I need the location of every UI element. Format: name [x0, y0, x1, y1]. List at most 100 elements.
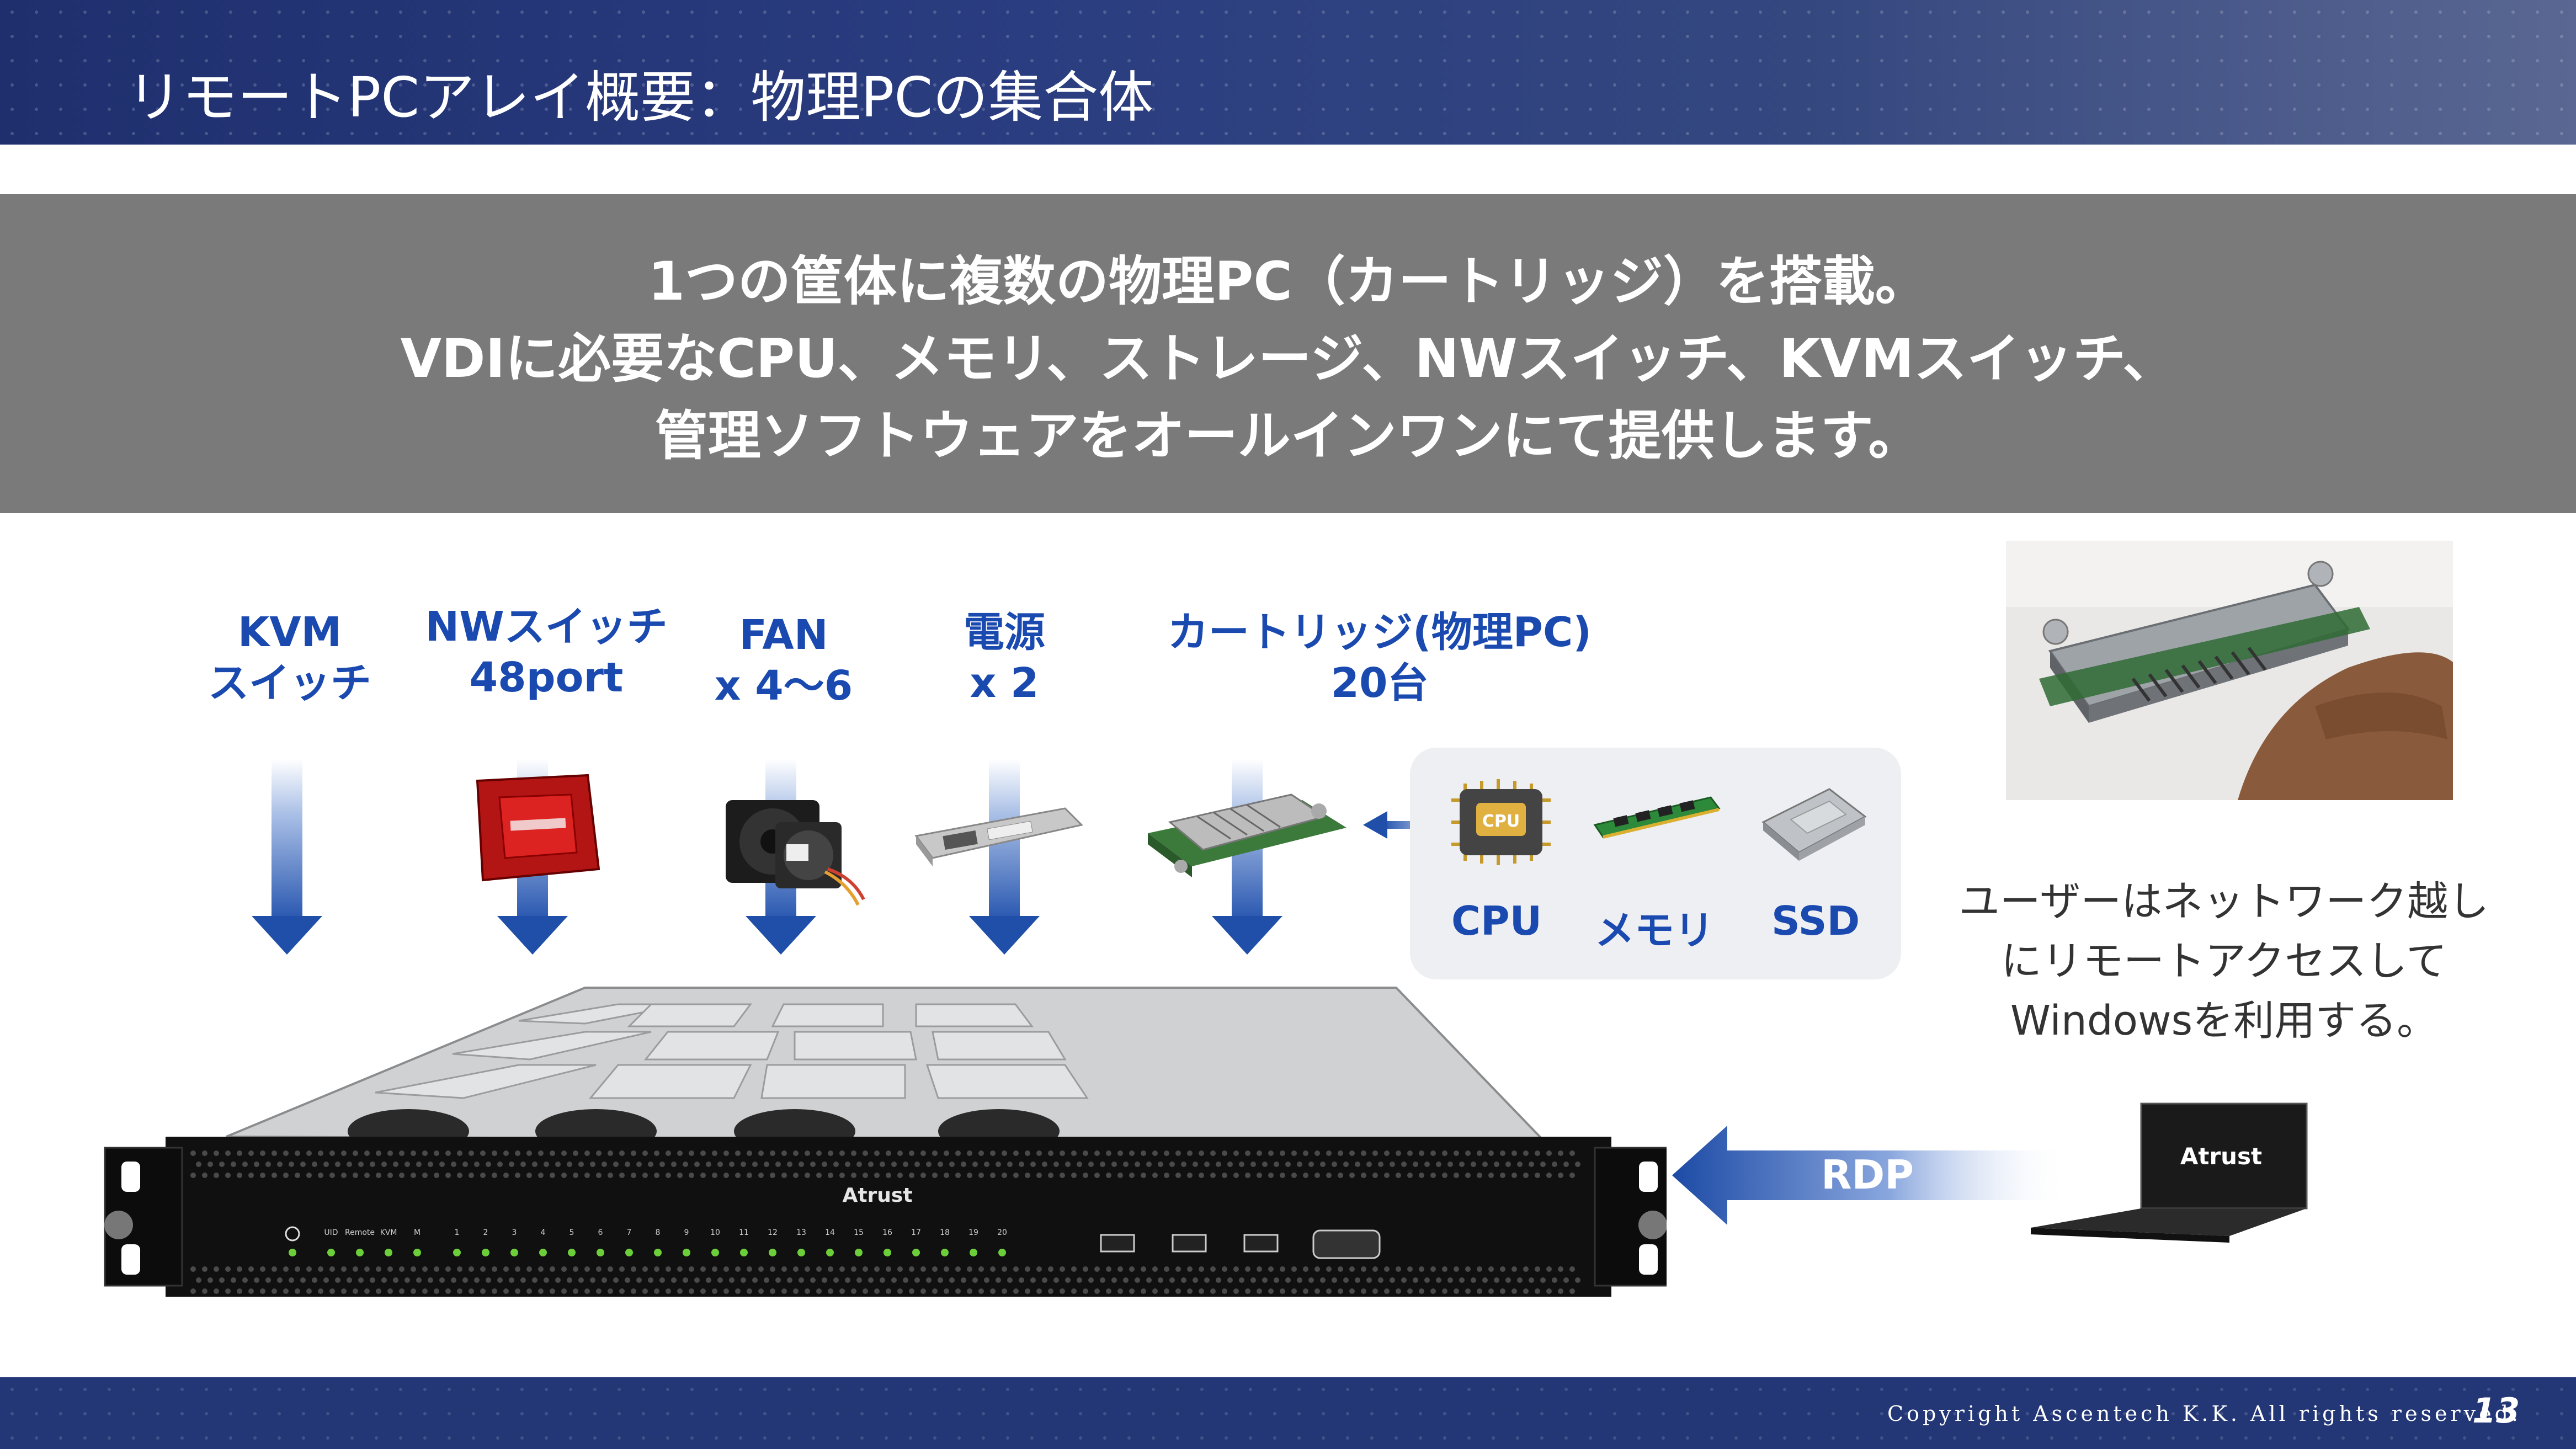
vent-hole	[1106, 1150, 1111, 1156]
vent-hole	[1384, 1173, 1390, 1178]
vent-hole	[1505, 1277, 1511, 1283]
vent-hole	[735, 1173, 741, 1178]
vent-hole	[851, 1173, 856, 1178]
vent-hole	[480, 1150, 486, 1156]
vent-hole	[631, 1150, 636, 1156]
vent-hole	[608, 1150, 613, 1156]
vent-hole	[1454, 1150, 1459, 1156]
vent-hole	[1407, 1173, 1413, 1178]
vent-hole	[515, 1173, 520, 1178]
vent-hole	[1257, 1266, 1262, 1272]
vent-hole	[1164, 1288, 1169, 1294]
vent-hole	[619, 1173, 625, 1178]
vent-hole	[608, 1288, 613, 1294]
vent-hole	[903, 1277, 908, 1283]
vent-hole	[839, 1266, 845, 1272]
vent-hole	[573, 1288, 578, 1294]
vent-hole	[764, 1162, 769, 1167]
led-label: 8	[656, 1228, 661, 1237]
banner-line-2: VDIに必要なCPU、メモリ、ストレージ、NWスイッチ、KVMスイッチ、	[400, 328, 2176, 390]
vent-hole	[1390, 1162, 1395, 1167]
vent-hole	[1257, 1150, 1262, 1156]
vent-hole	[625, 1162, 630, 1167]
vent-hole	[509, 1162, 514, 1167]
vent-hole	[1454, 1288, 1459, 1294]
vent-hole	[608, 1266, 613, 1272]
vent-hole	[1494, 1162, 1499, 1167]
vent-hole	[1106, 1288, 1111, 1294]
vent-hole	[683, 1277, 688, 1283]
desc-line-3: Windowsを利用する。	[2010, 997, 2438, 1045]
vent-hole	[492, 1173, 497, 1178]
vent-hole	[532, 1277, 537, 1283]
vent-hole	[1396, 1150, 1401, 1156]
vent-hole	[984, 1277, 989, 1283]
vent-hole	[799, 1277, 804, 1283]
led-label: 10	[710, 1228, 720, 1237]
vent-hole	[376, 1150, 381, 1156]
vent-hole	[1314, 1173, 1320, 1178]
vent-hole	[341, 1266, 347, 1272]
vent-hole	[810, 1162, 816, 1167]
vent-hole	[1262, 1277, 1268, 1283]
vent-hole	[573, 1266, 578, 1272]
vent-hole	[190, 1288, 196, 1294]
vent-hole	[596, 1266, 602, 1272]
vent-hole	[1199, 1150, 1204, 1156]
vent-hole	[1094, 1266, 1100, 1272]
vent-hole	[1250, 1277, 1256, 1283]
vent-hole	[399, 1288, 405, 1294]
vent-hole	[828, 1266, 833, 1272]
vent-hole	[631, 1266, 636, 1272]
vent-hole	[1152, 1173, 1158, 1178]
vent-hole	[984, 1162, 989, 1167]
vent-hole	[190, 1266, 196, 1272]
vent-hole	[393, 1277, 398, 1283]
vent-hole	[1019, 1162, 1024, 1167]
vent-hole	[312, 1277, 317, 1283]
vent-hole	[891, 1162, 897, 1167]
vent-hole	[1007, 1162, 1013, 1167]
nw-switch-chip-image	[476, 774, 600, 882]
status-led	[740, 1249, 748, 1256]
vent-hole	[1141, 1173, 1146, 1178]
vent-hole	[1372, 1288, 1378, 1294]
vent-hole	[741, 1277, 746, 1283]
vent-hole	[1505, 1162, 1511, 1167]
vent-hole	[816, 1266, 822, 1272]
vent-hole	[1529, 1277, 1534, 1283]
vent-hole	[341, 1288, 347, 1294]
vent-hole	[584, 1266, 590, 1272]
vent-hole	[1558, 1173, 1563, 1178]
vent-hole	[1558, 1288, 1563, 1294]
vent-hole	[202, 1173, 207, 1178]
rdp-arrow	[1672, 1126, 2069, 1225]
vent-hole	[914, 1162, 920, 1167]
label-nw-line1: NWスイッチ	[425, 603, 668, 651]
vent-hole	[1204, 1277, 1210, 1283]
vent-hole	[1308, 1162, 1314, 1167]
vent-hole	[202, 1266, 207, 1272]
vent-hole	[810, 1277, 816, 1283]
vent-hole	[428, 1277, 433, 1283]
led-label: 20	[997, 1228, 1007, 1237]
vent-hole	[272, 1173, 277, 1178]
vent-hole	[1175, 1266, 1181, 1272]
vent-hole	[1535, 1266, 1540, 1272]
cartridge-in-hand-photo	[2006, 541, 2453, 800]
vent-hole	[1500, 1266, 1505, 1272]
vent-hole	[254, 1162, 259, 1167]
vent-hole	[990, 1288, 996, 1294]
status-led	[683, 1249, 690, 1256]
power-supply-image	[914, 807, 1083, 866]
vent-hole	[538, 1288, 544, 1294]
vent-hole	[1071, 1288, 1077, 1294]
status-led	[413, 1249, 421, 1256]
vent-hole	[944, 1266, 949, 1272]
vent-hole	[1077, 1162, 1082, 1167]
vent-hole	[1048, 1173, 1053, 1178]
vent-hole	[1158, 1277, 1163, 1283]
vent-hole	[874, 1173, 880, 1178]
vent-hole	[770, 1266, 775, 1272]
vent-hole	[1071, 1173, 1077, 1178]
